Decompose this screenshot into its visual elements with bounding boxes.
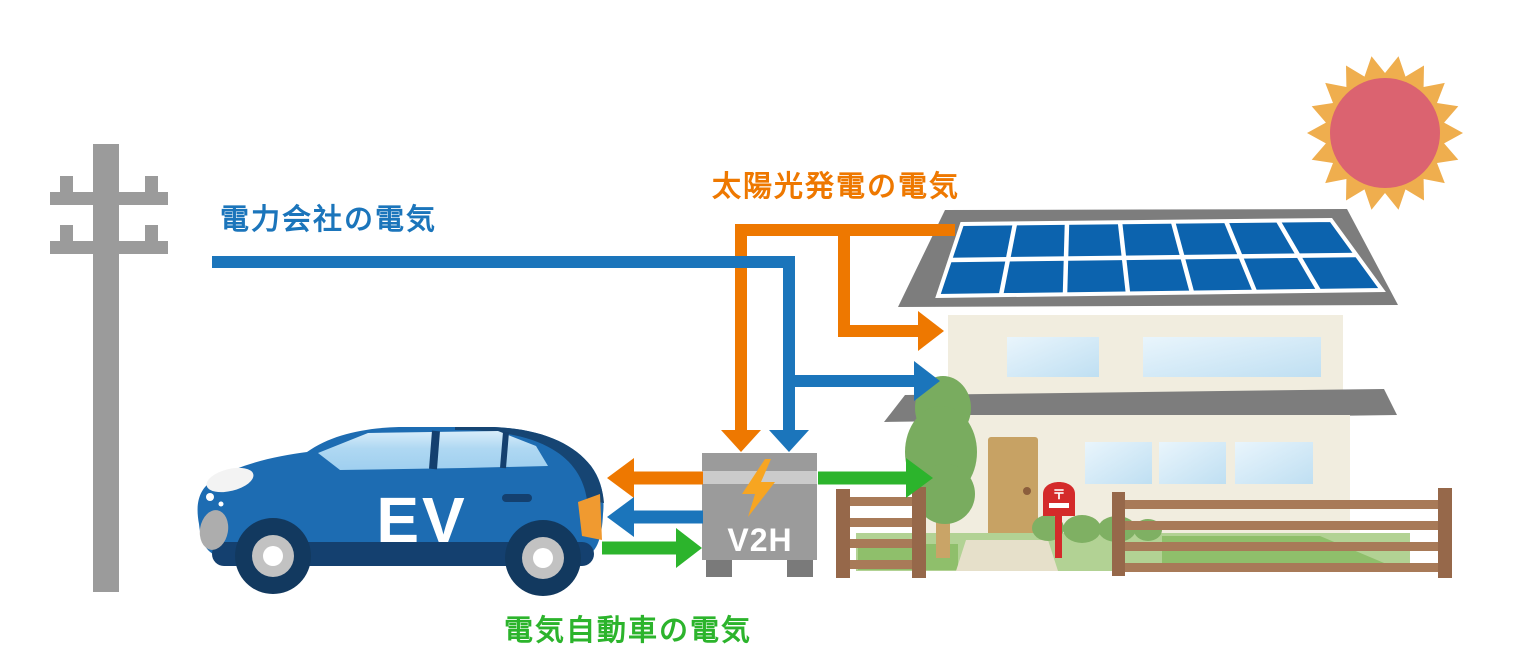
solar-to-house-line — [838, 236, 918, 337]
sun-core — [1330, 78, 1440, 188]
pole-insulator — [60, 225, 73, 243]
mailbox-pole — [1055, 510, 1062, 558]
car-rear-wheel — [505, 520, 581, 596]
solar-to-v2h-arrowhead — [721, 430, 761, 452]
car-c-pillar — [500, 431, 509, 469]
car-charge-port — [578, 494, 602, 540]
house-icon: 〒 — [836, 209, 1452, 578]
ev-label: EV — [376, 484, 467, 556]
v2h-to-ev-solar-arrowhead — [607, 458, 634, 498]
fence-left-icon — [836, 487, 926, 578]
grid-to-v2h-line — [212, 256, 795, 430]
solar-panel-icon — [935, 217, 1386, 299]
v2h-foot — [787, 560, 813, 577]
solar-to-v2h-line — [735, 224, 955, 430]
house-1f-window — [1235, 442, 1313, 484]
car-highlight — [218, 501, 224, 507]
utility-pole-icon — [50, 144, 168, 592]
grid-power-label: 電力会社の電気 — [220, 204, 438, 236]
car-bumper-shade — [199, 510, 229, 550]
grid-to-v2h-arrowhead — [769, 430, 809, 452]
v2h-foot — [706, 560, 732, 577]
car-rear-roof — [455, 427, 604, 503]
pole-insulator — [60, 176, 73, 194]
car-front-wheel — [235, 518, 311, 594]
v2h-to-house-arrowhead — [906, 458, 933, 498]
ev-power-flow-arrows — [602, 458, 933, 568]
pole-insulator — [145, 225, 158, 243]
walkway — [956, 540, 1058, 571]
fence-right-icon — [1112, 488, 1452, 578]
solar-to-house-arrowhead — [918, 311, 944, 351]
grid-power-flow-arrows — [212, 256, 940, 537]
mailbox-slot — [1049, 503, 1069, 508]
solar-power-flow-arrows — [607, 224, 955, 498]
house-door — [988, 437, 1038, 540]
pole-insulator — [145, 176, 158, 194]
car-headlight — [206, 467, 254, 493]
sun-icon — [1307, 56, 1463, 210]
v2h-label: V2H — [727, 522, 792, 558]
car-highlight — [206, 493, 214, 501]
v2h-to-ev-grid-arrowhead — [607, 497, 634, 537]
solar-power-label: 太陽光発電の電気 — [712, 171, 961, 203]
ev-power-label: 電気自動車の電気 — [504, 615, 753, 647]
door-knob — [1023, 487, 1031, 495]
postal-mark: 〒 — [1052, 487, 1065, 502]
car-b-pillar — [429, 430, 440, 470]
car-door-handle — [502, 494, 532, 502]
pole-crossarm — [50, 192, 168, 205]
lightning-bolt-icon — [742, 459, 775, 517]
house-2f-window — [1007, 337, 1099, 377]
pole-crossarm — [50, 241, 168, 254]
house-2f-window — [1143, 337, 1321, 377]
house-1f-window — [1159, 442, 1226, 484]
ev-to-v2h-arrowhead — [676, 528, 702, 568]
v2h-unit-icon: V2H — [702, 453, 817, 577]
ev-car-icon: EV — [197, 427, 604, 596]
mailbox-icon: 〒 — [1043, 482, 1075, 558]
house-1f-window — [1085, 442, 1152, 484]
grid-to-house-arrowhead — [914, 361, 940, 401]
house-lower-roof — [884, 389, 1397, 422]
pole-mast — [93, 144, 119, 592]
